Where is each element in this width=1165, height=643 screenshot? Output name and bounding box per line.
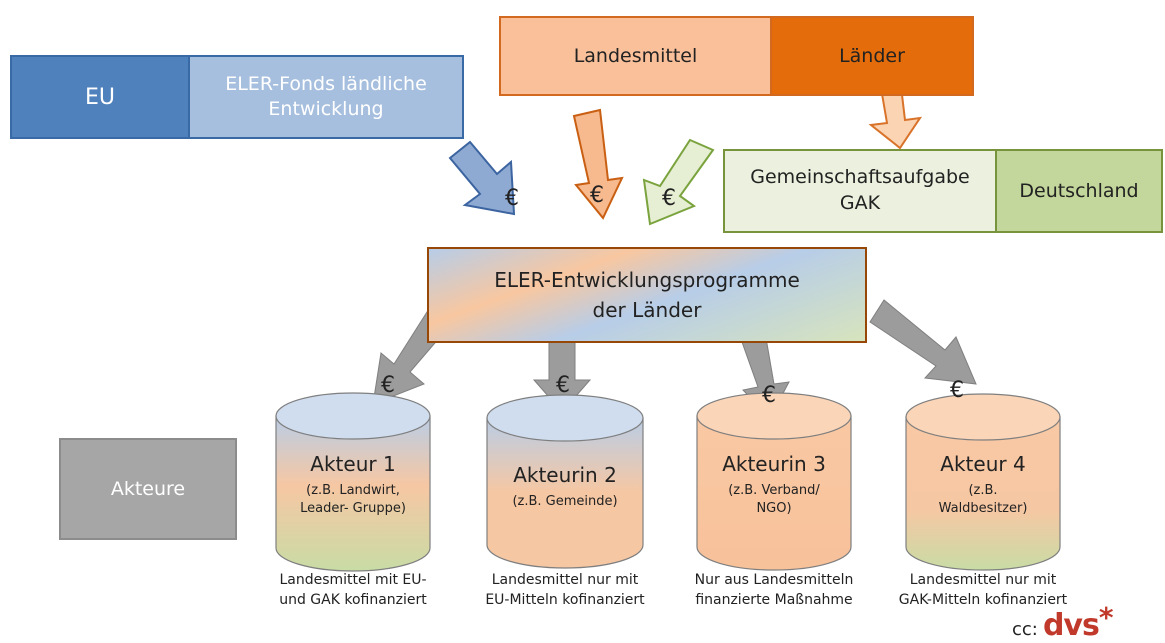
euro-actor4: €	[950, 378, 964, 403]
gak-arrow	[642, 138, 715, 226]
actor1-caption: Landesmittel mit EU- und GAK kofinanzier…	[279, 572, 427, 609]
credit-brand: dvs	[1042, 608, 1100, 643]
actor1-title: Akteur 1	[310, 452, 396, 476]
euro-actor1: €	[381, 373, 395, 398]
eu-box: EU	[10, 55, 190, 139]
gak-box: Gemeinschaftsaufgabe GAK	[723, 149, 997, 233]
euro-landesmittel: €	[590, 183, 604, 208]
actors-label: Akteure	[110, 478, 186, 500]
actor2: Akteurin 2 (z.B. Gemeinde)	[487, 463, 643, 511]
credit-prefix: cc:	[1012, 619, 1038, 640]
laender-box: Länder	[772, 16, 974, 96]
eu-label: EU	[84, 84, 115, 110]
laender-label: Länder	[839, 45, 905, 67]
actor4: Akteur 4 (z.B. Waldbesitzer)	[906, 452, 1060, 517]
actor1: Akteur 1 (z.B. Landwirt, Leader- Gruppe)	[276, 452, 430, 517]
euro-eu: €	[505, 186, 519, 211]
actor2-title: Akteurin 2	[513, 463, 617, 487]
actor3: Akteurin 3 (z.B. Verband/ NGO)	[697, 452, 851, 517]
actor2-cylinder	[486, 394, 644, 569]
euro-gak: €	[662, 186, 676, 211]
actor4-subtitle: (z.B. Waldbesitzer)	[938, 483, 1028, 516]
actor4-title: Akteur 4	[940, 452, 1026, 476]
eler-fund-box: ELER-Fonds ländliche Entwicklung	[190, 55, 464, 139]
actor2-caption: Landesmittel nur mit EU-Mitteln kofinanz…	[485, 572, 645, 609]
deutschland-label: Deutschland	[1019, 180, 1139, 202]
actor3-subtitle: (z.B. Verband/ NGO)	[728, 483, 820, 516]
eler-program-box: ELER-Entwicklungsprogramme der Länder	[427, 247, 867, 343]
deutschland-box: Deutschland	[997, 149, 1163, 233]
actor4-cylinder	[905, 393, 1061, 571]
landesmittel-label: Landesmittel	[573, 45, 698, 67]
landesmittel-box: Landesmittel	[499, 16, 772, 96]
actor4-arrow	[869, 299, 977, 385]
actors-label-box: Akteure	[59, 438, 237, 540]
actor1-cylinder	[275, 392, 431, 572]
actor4-caption: Landesmittel nur mit GAK-Mitteln kofinan…	[898, 572, 1068, 609]
actor3-cylinder	[696, 392, 852, 571]
actor3-title: Akteurin 3	[722, 452, 826, 476]
eler-fund-label: ELER-Fonds ländliche Entwicklung	[225, 73, 427, 120]
credit-mark: *	[1098, 601, 1114, 634]
credit: cc: dvs*	[1012, 601, 1114, 643]
gak-label: Gemeinschaftsaufgabe GAK	[750, 166, 970, 214]
landesmittel-arrow	[572, 108, 624, 220]
actor3-caption: Nur aus Landesmitteln finanzierte Maßnah…	[694, 572, 854, 609]
eler-program-label: ELER-Entwicklungsprogramme der Länder	[494, 268, 800, 322]
actor2-subtitle: (z.B. Gemeinde)	[512, 494, 618, 509]
euro-actor3: €	[762, 383, 776, 408]
eu-arrow	[448, 140, 516, 216]
euro-actor2: €	[556, 373, 570, 398]
actor1-subtitle: (z.B. Landwirt, Leader- Gruppe)	[300, 483, 406, 516]
